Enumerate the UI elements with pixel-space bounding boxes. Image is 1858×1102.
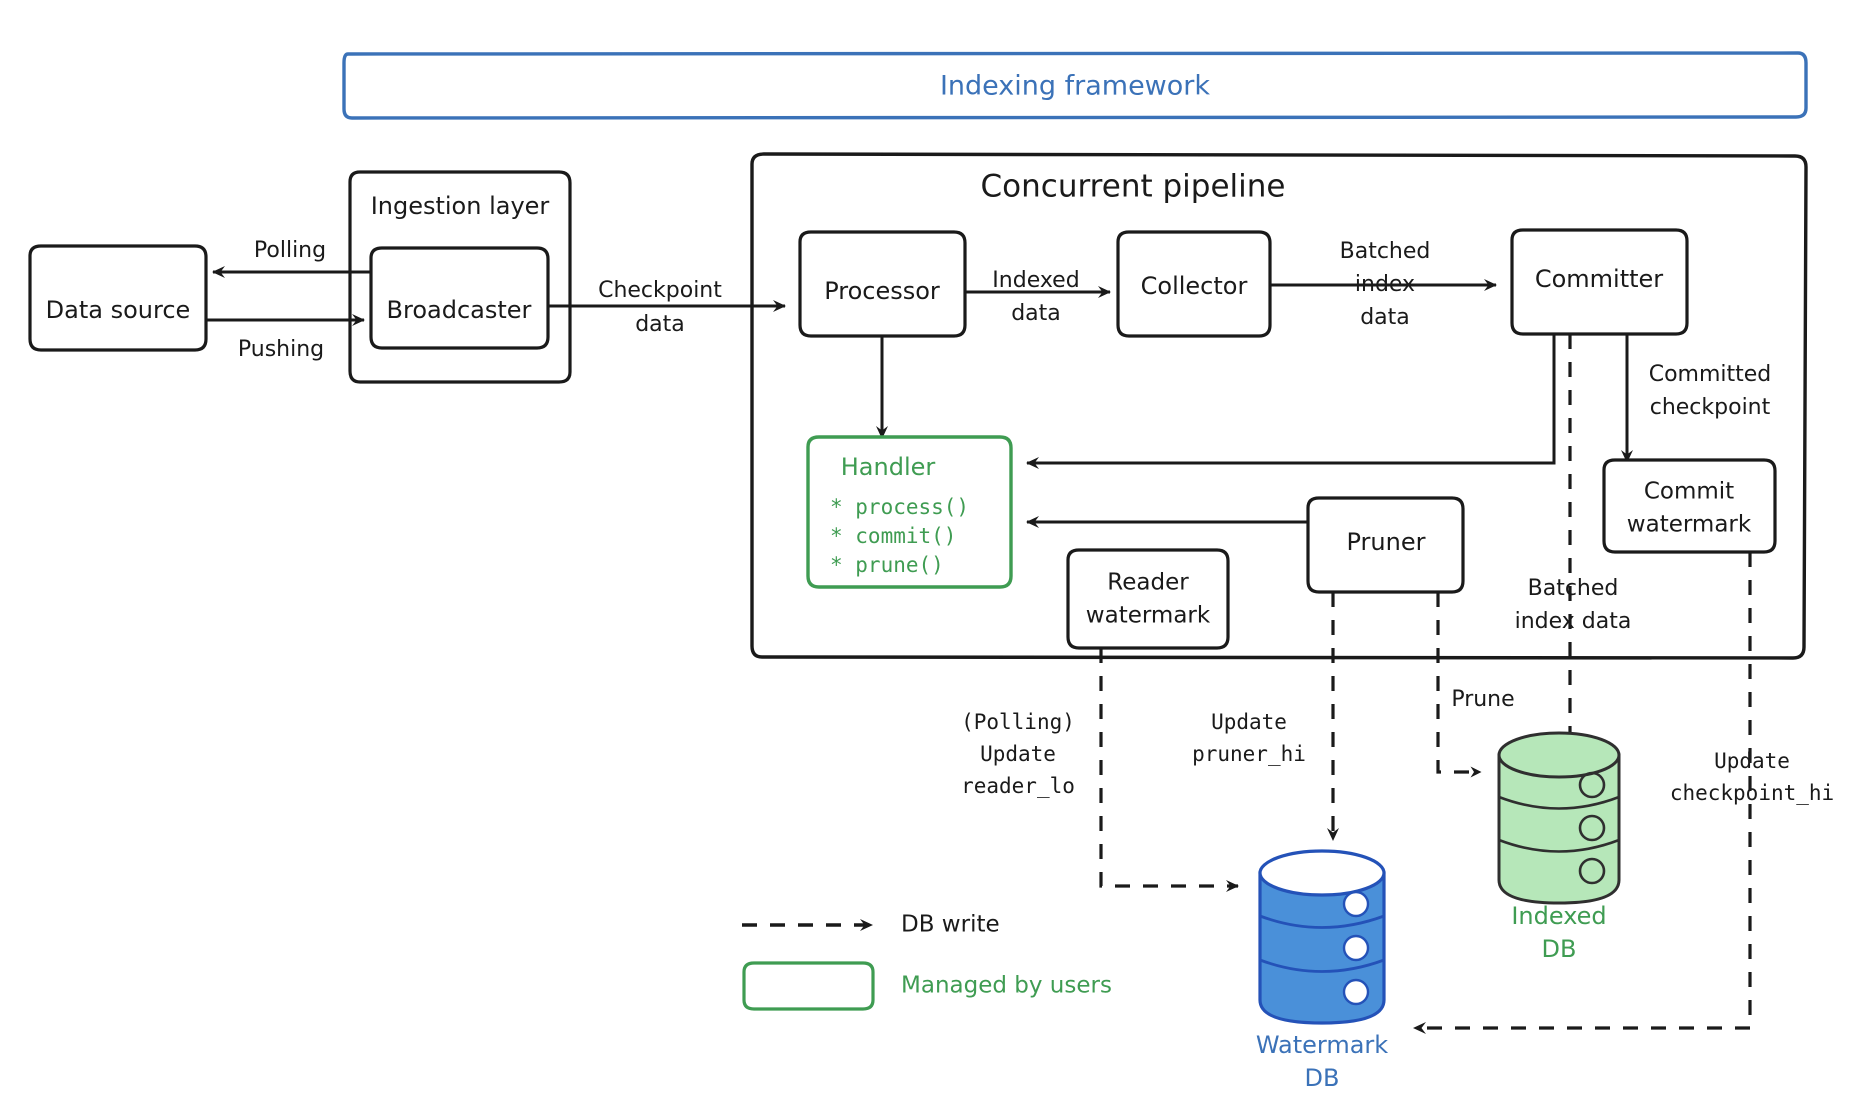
watermark-db-label-1: Watermark — [1256, 1031, 1388, 1059]
node-data-source[interactable]: Data source — [28, 244, 208, 352]
committer-label: Committer — [1535, 265, 1663, 293]
indexing-framework-title: Indexing framework — [940, 71, 1210, 102]
handler-title: Handler — [841, 453, 936, 481]
indexed-db-label-1: Indexed — [1511, 902, 1606, 930]
edge-label-indexed-data-1: Indexed — [992, 268, 1079, 293]
edge-label-update-reader-lo-3: reader_lo — [961, 774, 1075, 798]
database-indexed-db[interactable]: Indexed DB — [1497, 731, 1621, 963]
edge-label-update-checkpoint-hi-2: checkpoint_hi — [1670, 781, 1834, 805]
edge-label-batched-index-data2-1: Batched — [1528, 576, 1619, 601]
db-indicator-icon — [1342, 978, 1370, 1006]
node-pruner[interactable]: Pruner — [1306, 496, 1465, 594]
handler-method-process: * process() — [830, 495, 969, 519]
edge-label-batched-index-data-3: data — [1360, 305, 1410, 330]
db-indicator-icon — [1578, 857, 1606, 885]
edge-label-update-pruner-hi-1: Update — [1211, 710, 1287, 734]
edge-committed-checkpoint: Committed checkpoint — [1621, 334, 1772, 463]
edge-label-committed-checkpoint-1: Committed — [1649, 362, 1772, 387]
database-watermark-db[interactable]: Watermark DB — [1256, 849, 1388, 1092]
edge-label-checkpoint-data-2: data — [635, 312, 685, 337]
edge-label-polling: Polling — [254, 238, 326, 263]
commit-watermark-label-1: Commit — [1644, 479, 1734, 505]
edge-label-committed-checkpoint-2: checkpoint — [1650, 395, 1771, 420]
container-indexing-framework: Indexing framework — [342, 51, 1808, 120]
edge-label-batched-index-data-2: index — [1355, 272, 1415, 297]
edge-label-update-checkpoint-hi-1: Update — [1714, 749, 1790, 773]
edge-batched-index-data-to-db: Batched index data — [1515, 334, 1632, 746]
edge-update-pruner-hi: Update pruner_hi — [1192, 592, 1339, 841]
edge-label-checkpoint-data-1: Checkpoint — [598, 278, 722, 303]
edge-polling: Polling — [212, 238, 371, 278]
edge-label-update-reader-lo-1: (Polling) — [961, 710, 1075, 734]
edge-pushing: Pushing — [206, 314, 365, 362]
edge-committer-to-handler — [1026, 334, 1556, 469]
concurrent-pipeline-title: Concurrent pipeline — [981, 169, 1286, 205]
edge-label-prune: Prune — [1451, 687, 1514, 712]
node-committer[interactable]: Committer — [1510, 228, 1689, 336]
db-indicator-icon — [1578, 814, 1606, 842]
edge-prune: Prune — [1436, 592, 1515, 778]
edge-label-update-pruner-hi-2: pruner_hi — [1192, 742, 1306, 766]
reader-watermark-label-2: watermark — [1086, 603, 1211, 629]
db-indicator-icon — [1342, 934, 1370, 962]
data-source-label: Data source — [46, 296, 191, 324]
commit-watermark-label-2: watermark — [1627, 512, 1752, 538]
pruner-label: Pruner — [1347, 528, 1426, 556]
node-collector[interactable]: Collector — [1116, 230, 1272, 338]
indexed-db-label-2: DB — [1542, 935, 1577, 963]
node-reader-watermark[interactable]: Reader watermark — [1066, 548, 1230, 650]
handler-method-commit: * commit() — [830, 524, 956, 548]
watermark-db-label-2: DB — [1305, 1064, 1340, 1092]
edge-label-batched-index-data-1: Batched — [1340, 239, 1431, 264]
node-broadcaster[interactable]: Broadcaster — [369, 246, 550, 350]
container-concurrent-pipeline: Concurrent pipeline — [750, 152, 1808, 660]
reader-watermark-label-1: Reader — [1107, 570, 1189, 596]
legend-item-managed-by-users: Managed by users — [742, 961, 1112, 1011]
edge-update-checkpoint-hi: Update checkpoint_hi — [1413, 552, 1834, 1034]
edge-update-reader-lo: (Polling) Update reader_lo — [961, 648, 1239, 892]
edge-label-indexed-data-2: data — [1011, 301, 1061, 326]
edge-indexed-data: Indexed data — [965, 268, 1111, 326]
container-ingestion-layer: Ingestion layer — [348, 170, 572, 384]
processor-label: Processor — [824, 277, 940, 305]
edge-batched-index-data: Batched index data — [1270, 239, 1497, 330]
legend-label-managed-by-users: Managed by users — [901, 973, 1112, 999]
db-indicator-icon — [1342, 890, 1370, 918]
handler-method-prune: * prune() — [830, 553, 944, 577]
edge-checkpoint-data: Checkpoint data — [548, 278, 786, 337]
collector-label: Collector — [1141, 272, 1248, 300]
ingestion-layer-title: Ingestion layer — [371, 192, 550, 220]
node-processor[interactable]: Processor — [798, 230, 967, 338]
node-commit-watermark[interactable]: Commit watermark — [1602, 458, 1777, 554]
legend: DB write Managed by users — [742, 912, 1112, 1011]
edge-label-batched-index-data2-2: index data — [1515, 609, 1632, 634]
broadcaster-label: Broadcaster — [387, 296, 532, 324]
edge-label-pushing: Pushing — [238, 337, 324, 362]
db-indicator-icon — [1578, 771, 1606, 799]
node-handler[interactable]: Handler * process() * commit() * prune() — [806, 435, 1013, 589]
legend-item-db-write: DB write — [742, 912, 1000, 938]
edge-label-update-reader-lo-2: Update — [980, 742, 1056, 766]
legend-label-db-write: DB write — [901, 912, 1000, 938]
